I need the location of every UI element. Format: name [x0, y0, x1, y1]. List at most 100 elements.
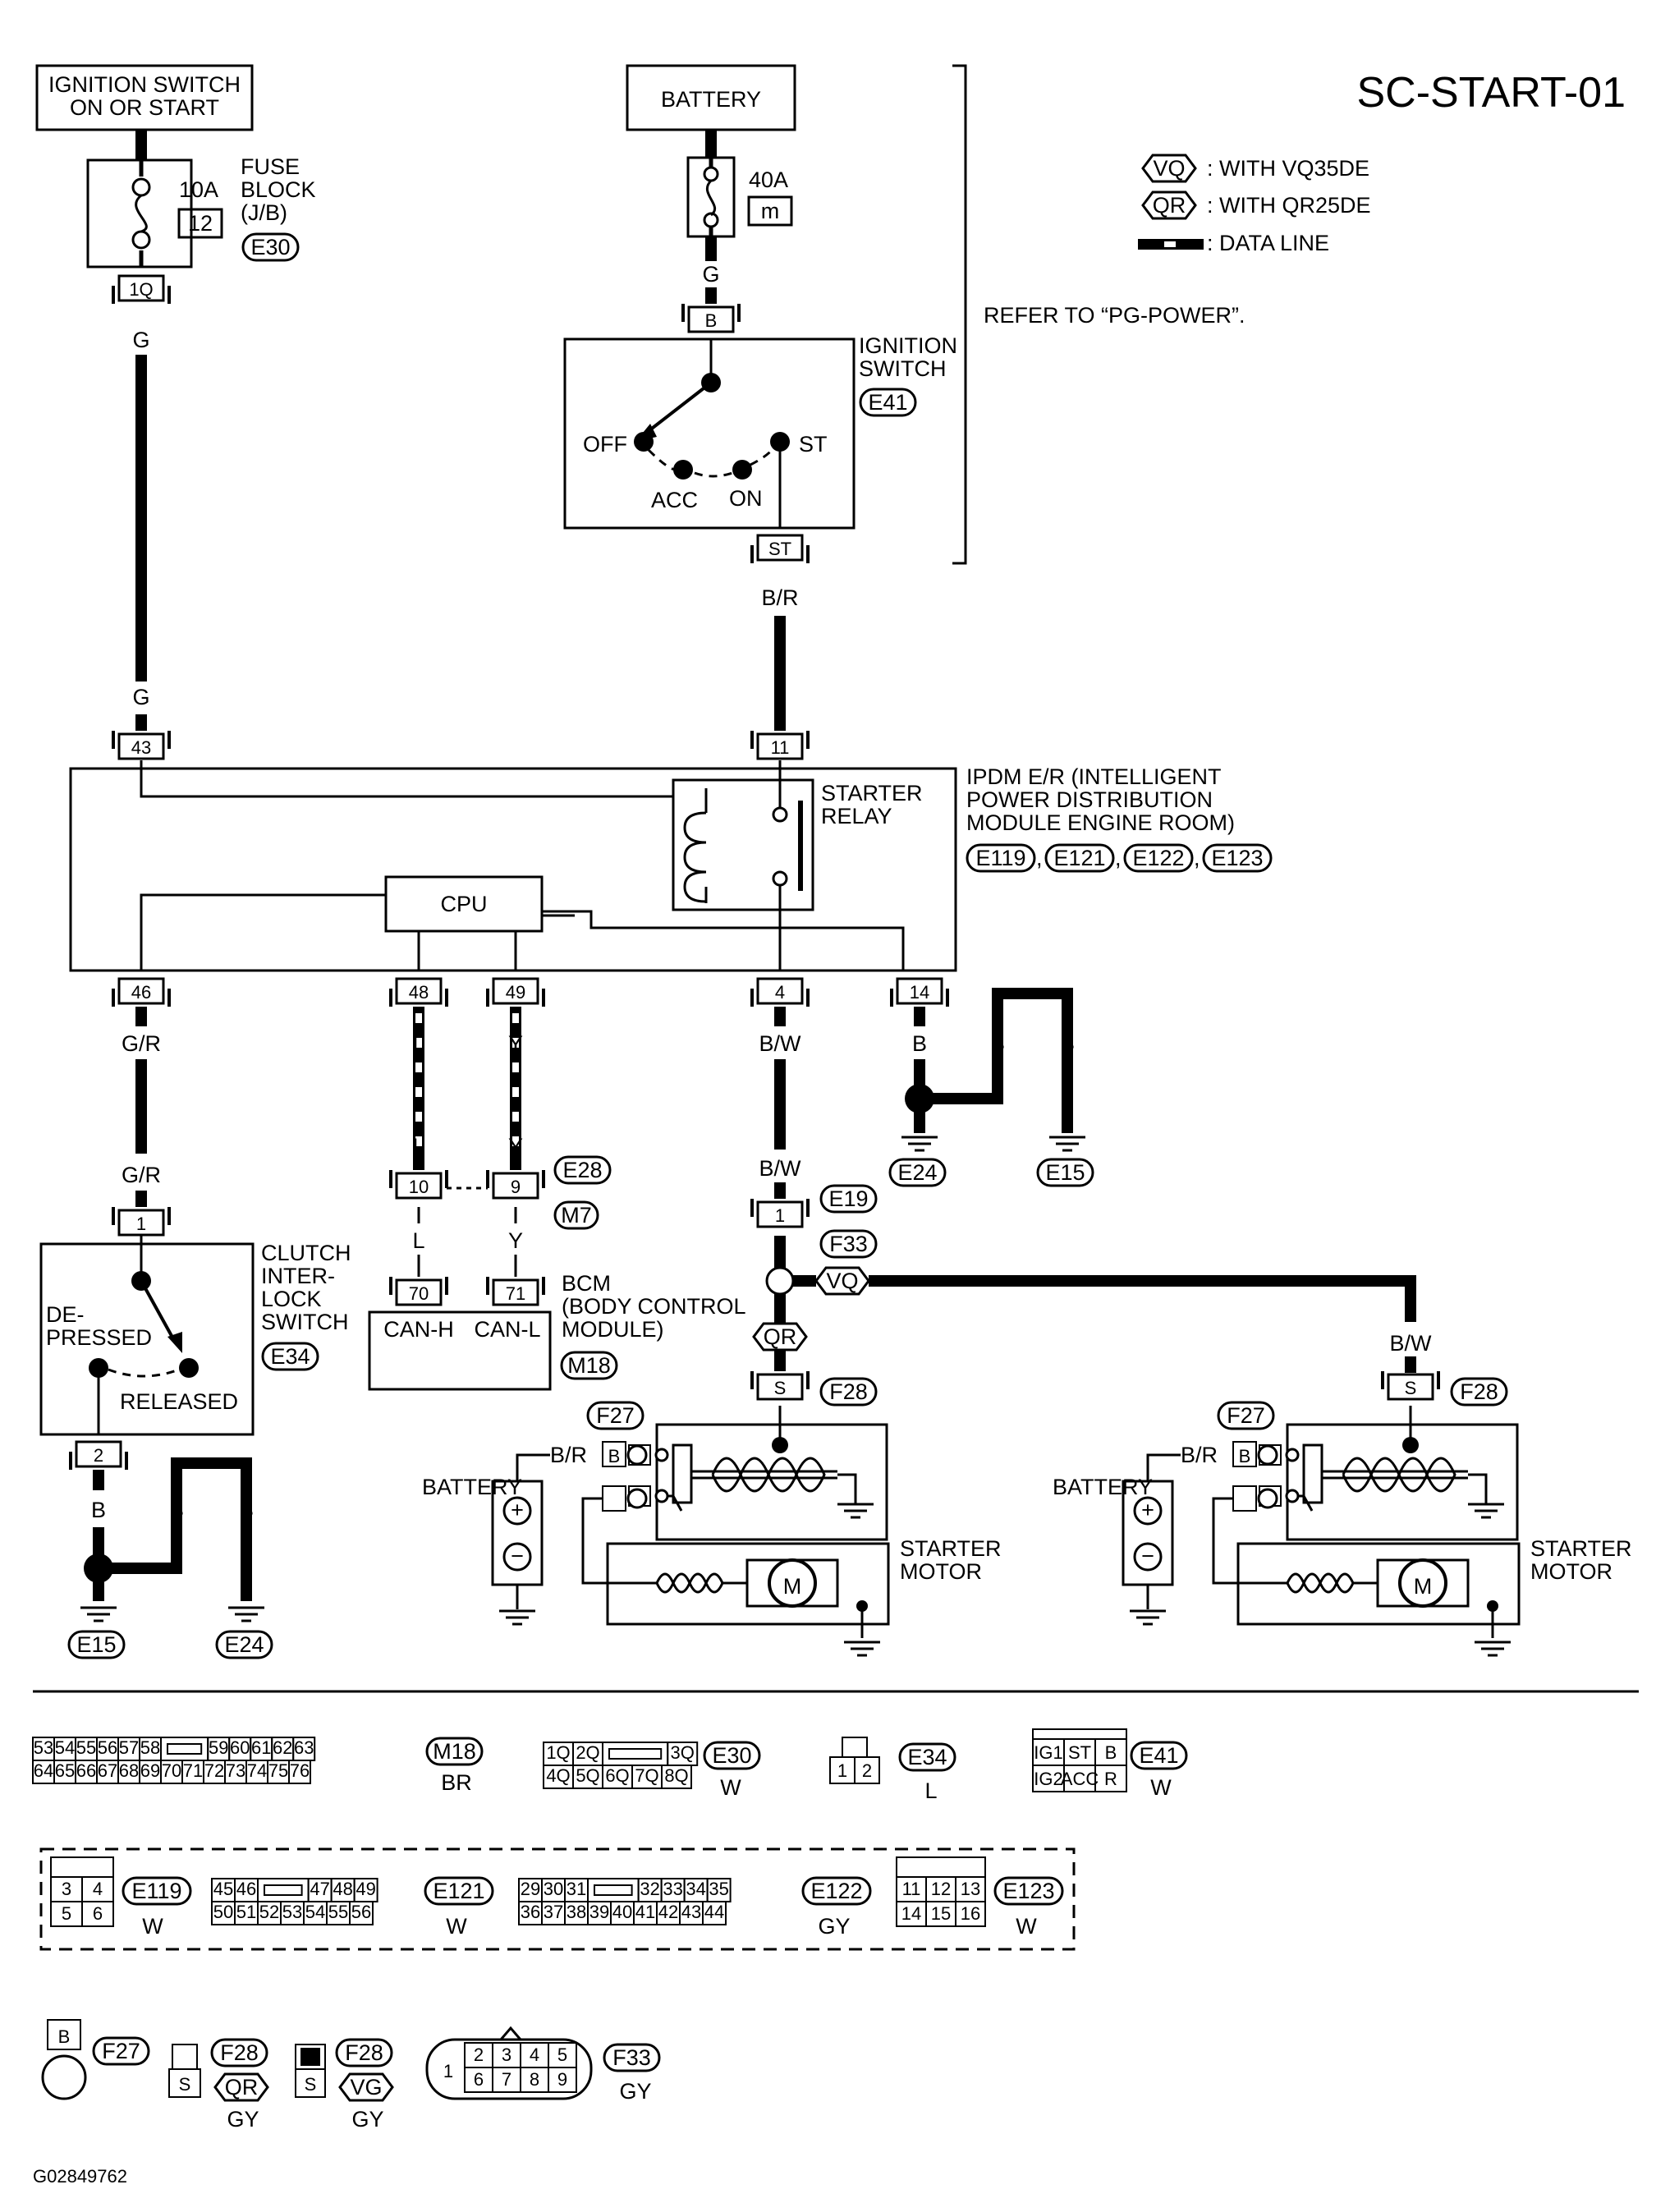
- conn-e121-r1-pin: 47: [310, 1879, 329, 1899]
- starter-vq-wire-br: B/R: [1181, 1443, 1218, 1467]
- starter-vq-solenoid-coil: [1369, 1457, 1401, 1493]
- ign-pos-st: ST: [799, 432, 828, 457]
- starter-qr-field-coil: [704, 1572, 724, 1594]
- cpu-label: CPU: [440, 892, 487, 916]
- starter-qr-f27-box: [602, 1441, 626, 1467]
- clutch-label-2: INTER-: [261, 1264, 335, 1288]
- pin-11-box: [756, 732, 804, 760]
- conn-f27-id: F27: [102, 2039, 140, 2063]
- conn-m18-id: M18: [433, 1739, 476, 1764]
- pin-9: 9: [511, 1177, 521, 1197]
- conn-e30-r1-cell: [602, 1742, 669, 1766]
- clutch-travel: [108, 1368, 180, 1378]
- ipdm-label-3: MODULE ENGINE ROOM): [966, 810, 1235, 835]
- conn-f33-id-outline: [603, 2043, 661, 2072]
- fuse40-num: m: [761, 199, 780, 223]
- starter-qr-label-1: STARTER: [900, 1536, 1002, 1561]
- conn-m18-r1-pin: 63: [294, 1737, 314, 1758]
- wire-label-b4: B: [912, 1031, 927, 1056]
- relay-label-2: RELAY: [821, 804, 892, 828]
- path-conn-f33-outline: [819, 1229, 878, 1259]
- conn-e30-r1-pin: 1Q: [546, 1742, 570, 1763]
- ipdm-conn-sep: ,: [1115, 846, 1122, 870]
- conn-e34-key: [842, 1737, 868, 1758]
- ign-switch-blade: [644, 381, 713, 435]
- can-l-line-gap: [512, 1013, 519, 1023]
- bcm-conn-m7-outline: [553, 1200, 599, 1230]
- conn-e122-r2-pin: 44: [704, 1902, 724, 1922]
- pin-48-box: [395, 977, 443, 1005]
- starter-vq-field-coil: [1335, 1572, 1355, 1594]
- starter-vq-motor-m: [1398, 1558, 1447, 1608]
- conn-e121-r2-pin: 52: [259, 1902, 279, 1922]
- conn-m18-r1-pin: 57: [119, 1737, 139, 1758]
- legend-qr-tag: QR: [1153, 193, 1186, 218]
- bcm-conn-m18-outline: [560, 1351, 618, 1380]
- bcm-conn-m7: M7: [561, 1203, 592, 1228]
- legend-qr-tag-outline: [1141, 190, 1197, 220]
- tag-vq: VQ: [826, 1269, 858, 1293]
- ipdm-internal-46: [140, 893, 386, 971]
- clutch-pos-1: DE-: [46, 1302, 85, 1327]
- conn-e122-r2-pin: 37: [544, 1902, 563, 1922]
- conn-e123-id: E123: [1002, 1879, 1054, 1903]
- conn-f28b-variant: VG: [350, 2075, 382, 2100]
- conn-e30-r2-pin: 8Q: [664, 1765, 688, 1786]
- refer-bracket: [952, 64, 967, 565]
- starter-vq-field-coil: [1319, 1572, 1338, 1594]
- pin-1q: 1Q: [129, 279, 153, 300]
- pin-starter-path-1: 1: [775, 1205, 785, 1226]
- ign-conn-e41: E41: [868, 390, 907, 415]
- wire-label-gr2: G/R: [122, 1163, 161, 1187]
- pin-10: 10: [409, 1177, 429, 1197]
- can-l-line-gap: [512, 1136, 519, 1146]
- pin-70-box: [395, 1278, 443, 1306]
- conn-f33-r2-pin: 7: [502, 2069, 511, 2090]
- starter-qr-label-2: MOTOR: [900, 1559, 982, 1584]
- conn-e119-r1-pin: 3: [62, 1879, 71, 1899]
- conn-e121-id-outline: [424, 1876, 494, 1906]
- conn-e34-r-pin: 2: [862, 1760, 872, 1781]
- conn-e121-r1-pin: 46: [236, 1879, 256, 1899]
- conn-e122-id: E122: [810, 1879, 862, 1903]
- conn-e123-r2-cell: [955, 1901, 986, 1927]
- legend-vq-tag-outline: [1141, 154, 1197, 183]
- ign-switch-box: [563, 337, 856, 530]
- conn-e121-r1-pin: 45: [213, 1879, 233, 1899]
- pin-b: B: [705, 310, 718, 331]
- conn-f28a-color: GY: [227, 2107, 259, 2132]
- starter-qr-batt-minus: −: [511, 1544, 524, 1568]
- wire-label-y1: Y: [508, 1031, 523, 1056]
- starter-vq-pin-s: S: [1405, 1378, 1417, 1398]
- fuse-conn-e30-outline: [241, 232, 300, 262]
- starter-qr-conn-f27: F27: [596, 1403, 635, 1428]
- conn-e30-id-outline: [703, 1741, 761, 1770]
- pin-1q-terminal: [112, 286, 171, 304]
- starter-vq-conn-f27-outline: [1217, 1401, 1275, 1430]
- wire-label-b1: B: [91, 1498, 106, 1522]
- starter-qr-conn-f27-outline: [586, 1401, 645, 1430]
- conn-f27-ring: [41, 2054, 87, 2100]
- starter-vq-solenoid-coil: [1397, 1457, 1429, 1493]
- starter-qr-solenoid-coil: [739, 1457, 770, 1493]
- conn-e121-r2-pin: 54: [305, 1902, 325, 1922]
- conn-e122-r2-pin: 36: [521, 1902, 540, 1922]
- conn-e41-r2-cell: [1094, 1765, 1127, 1792]
- path-conn-f33: F33: [829, 1232, 868, 1256]
- can-l-line-gap: [512, 1087, 519, 1097]
- fuse-label-2: BLOCK: [241, 177, 316, 202]
- conn-f33-key: [498, 2026, 524, 2041]
- starter-vq-label-1: STARTER: [1530, 1536, 1632, 1561]
- can-h-line-gap: [415, 1062, 422, 1072]
- conn-f28b-id: F28: [345, 2040, 383, 2065]
- fuse-conn-e30: E30: [250, 235, 290, 259]
- fuse40-amp: 40A: [749, 168, 788, 192]
- conn-f33-r2-cell: [548, 2067, 577, 2093]
- conn-e30-r2-pin: 6Q: [605, 1765, 629, 1786]
- refer-note: REFER TO “PG-POWER”.: [984, 303, 1245, 328]
- starter-qr-term-b-ring: [654, 1448, 669, 1462]
- source-ign-line2: ON OR START: [70, 95, 219, 120]
- legend-vq-tag: VQ: [1153, 156, 1185, 181]
- pin-48-terminal: [389, 989, 448, 1007]
- pin-49-terminal: [486, 989, 545, 1007]
